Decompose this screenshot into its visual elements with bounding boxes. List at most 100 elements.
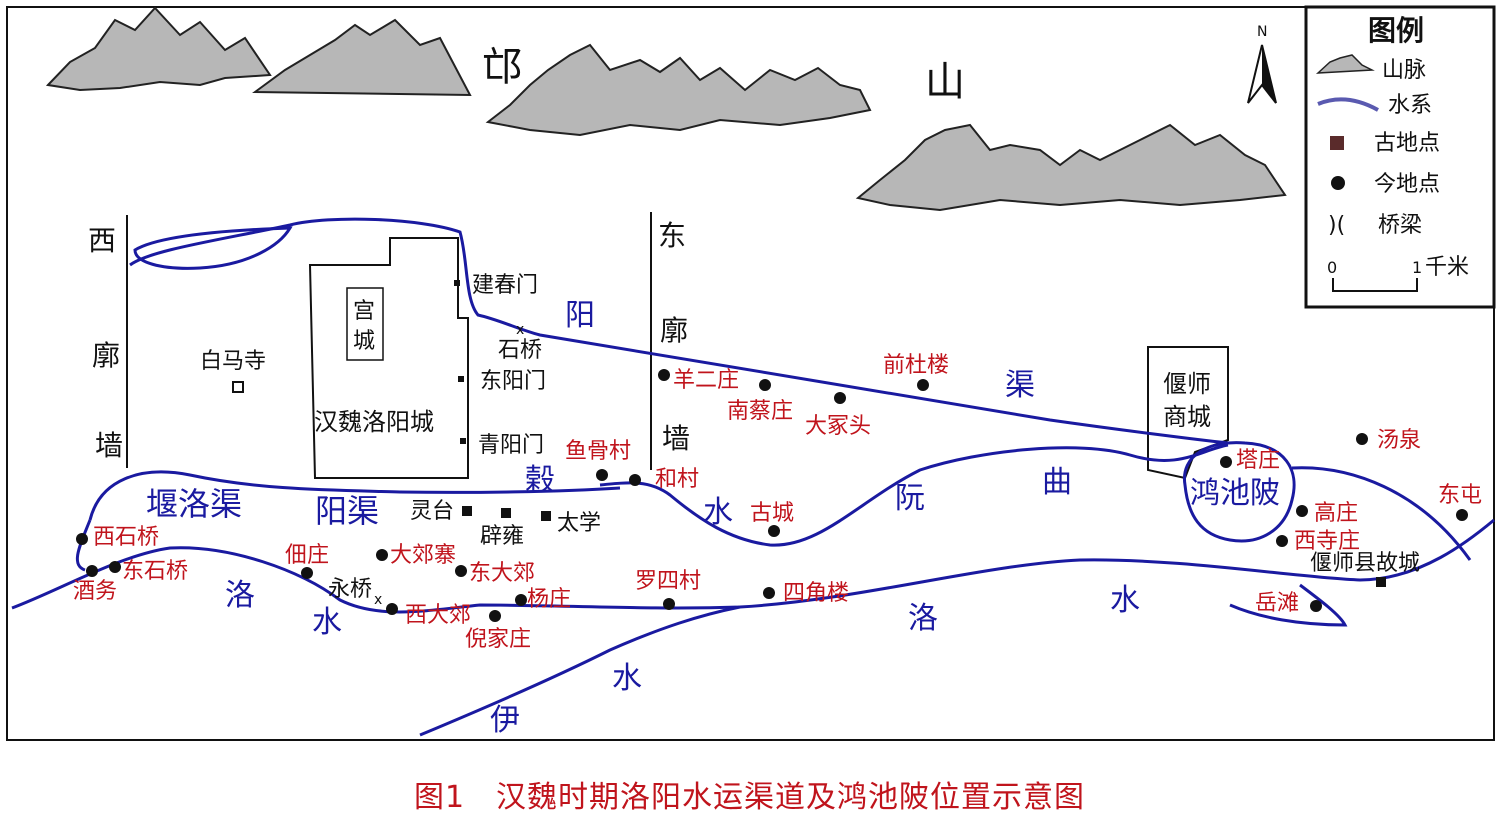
waterway-labels: 阳 渠 堰洛渠 阳渠 榖 水 阮 曲 鸿池陂 洛 水 洛 水 伊 水 [146,298,1280,738]
dot-icon [596,469,608,481]
yanshi-shang-label: 偃师 [1163,370,1211,398]
modern-place-label: 岳滩 [1255,591,1299,616]
modern-place-label: 倪家庄 [465,627,531,652]
legend-title: 图例 [1368,14,1424,47]
dot-icon [759,379,771,391]
ancient-place-label: 灵台 [410,499,454,524]
ancient-place-label: 太学 [557,511,601,536]
dot-icon [455,565,467,577]
dot-icon [109,561,121,573]
legend-label: 桥梁 [1378,213,1422,238]
waterway-label: 洛 [225,578,255,613]
legend-label: 山脉 [1382,58,1426,83]
modern-place-label: 西寺庄 [1294,529,1360,554]
modern-place-label: 塔庄 [1236,448,1280,473]
dot-icon [663,598,675,610]
map-frame [6,6,1495,741]
modern-place-label: 西石桥 [93,525,159,550]
ancient-place-label: 石桥 [498,338,542,363]
mountain-icon [485,43,872,137]
waterway-label: 伊 [490,703,520,738]
modern-place-label: 罗四村 [635,569,701,594]
modern-place-label: 酒务 [73,579,117,604]
dot-icon [1220,456,1232,468]
modern-place-label: 羊二庄 [673,368,739,393]
modern-place-label: 前杜楼 [883,353,949,378]
east-wall-label: 东 [658,219,686,252]
modern-place-label: 佃庄 [285,543,329,568]
mountain-icon [855,123,1287,212]
mountain-icon [45,6,272,92]
modern-place-label: 四角楼 [783,581,849,606]
modern-place-label: 高庄 [1314,501,1358,526]
west-wall-label: 墙 [95,429,123,462]
waterway-label: 渠 [1005,368,1035,403]
dot-icon [763,587,775,599]
waterway-label: 榖 [525,463,555,498]
bridge-icon: x [516,322,524,338]
dot-icon [86,565,98,577]
legend: 图例 山脉 水系 古地点 今地点 )( 桥梁 0 1 千米 [1304,5,1496,309]
scale-end: 1 [1412,258,1422,277]
square-icon [1376,577,1386,587]
dot-icon [768,525,780,537]
waterway-label: 阳 [565,298,595,333]
waterway-label: 阮 [895,481,925,516]
modern-place-label: 南蔡庄 [727,399,793,424]
waterway-label: 水 [612,661,642,696]
han-wei-city-label: 汉魏洛阳城 [314,408,434,436]
modern-place-label: 东屯 [1438,483,1482,508]
dot-icon [489,610,501,622]
mountain-name-2: 山 [925,59,965,105]
waterway-label: 水 [703,495,733,530]
scale-unit: 千米 [1425,255,1469,280]
mountain-icon [252,18,472,97]
gate-marker [454,280,460,286]
dot-icon [386,603,398,615]
gate-label: 东阳门 [480,369,546,394]
gate-marker [460,438,466,444]
ancient-place-label: 辟雍 [480,524,524,549]
gate-marker [458,376,464,382]
modern-places: 羊二庄 南蔡庄 前杜楼 大冢头 鱼骨村 和村 古城 塔庄 汤泉 东屯 高庄 西寺… [73,353,1482,652]
scale-start: 0 [1327,258,1337,277]
ancient-place-label: 永桥 [328,577,372,602]
water-line-icon [1317,97,1379,112]
mountain-icon [1315,54,1375,74]
north-arrow-icon: N [1247,24,1277,104]
mountain-range [45,6,1287,212]
dot-icon [1456,509,1468,521]
mountain-name-1: 邙 [482,44,522,90]
palace-city [346,287,384,361]
modern-place-label: 汤泉 [1377,428,1421,453]
waterway-label: 水 [1110,583,1140,618]
modern-place-label: 杨庄 [527,587,571,612]
figure-caption: 图1 汉魏时期洛阳水运渠道及鸿池陂位置示意图 [413,780,1086,815]
dot-icon [658,369,670,381]
east-wall-label: 墙 [662,422,690,455]
square-icon [541,511,551,521]
modern-place-label: 古城 [750,501,794,526]
gate-label: 建春门 [472,273,538,298]
waterway-label: 鸿池陂 [1190,476,1280,511]
modern-place-label: 大郊寨 [390,543,456,568]
ancient-place-label: 偃师县故城 [1310,551,1420,576]
svg-text:N: N [1257,24,1267,40]
han-wei-luoyang-city-wall [308,237,469,479]
west-wall-label: 西 [88,224,116,257]
bridge-icon: )( [1328,213,1345,238]
dot-icon [1310,600,1322,612]
waterway-label: 曲 [1042,465,1072,500]
east-wall-label: 廓 [660,314,688,347]
modern-place-label: 东石桥 [122,559,188,584]
dot-icon [1276,535,1288,547]
waterway-label: 水 [312,605,342,640]
dot-icon [834,392,846,404]
ancient-place-label: 白马寺 [200,349,266,374]
yanshi-shang-label: 商城 [1163,403,1211,431]
palace-label: 宫 [353,299,375,324]
dot-icon [1296,505,1308,517]
dot-icon [515,594,527,606]
waterway-label: 阳渠 [315,492,379,530]
